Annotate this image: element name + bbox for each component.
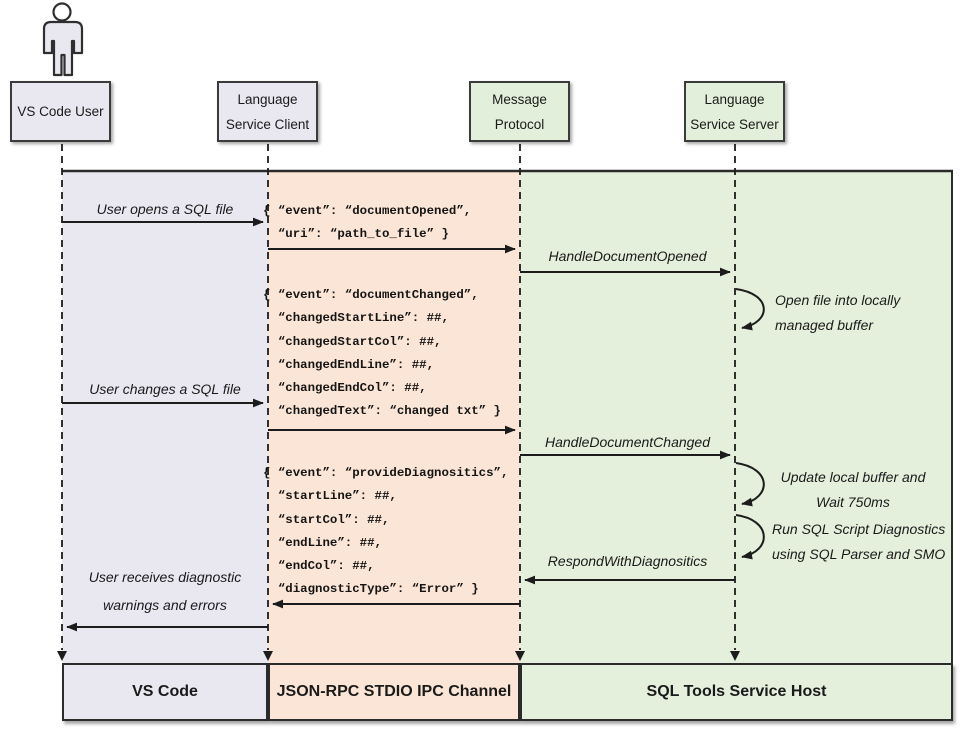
footer-box-vscode: VS Code bbox=[62, 663, 268, 721]
lane-service-host bbox=[520, 172, 953, 663]
lifeline-end-arrow-client bbox=[263, 651, 273, 661]
label-handle-document-changed: HandleDocumentChanged bbox=[545, 434, 710, 450]
header-box-language-service-server: Language Service Server bbox=[684, 81, 785, 142]
footer-box-ipc-channel: JSON-RPC STDIO IPC Channel bbox=[268, 663, 520, 721]
lifeline-end-arrow-protocol bbox=[515, 651, 525, 661]
note-open-file-locally: Open file into locally managed buffer bbox=[775, 292, 901, 333]
footer-label-ipc-channel: JSON-RPC STDIO IPC Channel bbox=[276, 683, 512, 700]
label-respond-with-diagnostics: RespondWithDiagnositics bbox=[547, 553, 708, 569]
header-label-message-protocol: Message Protocol bbox=[492, 91, 547, 132]
header-label-language-service-client: Language Service Client bbox=[225, 91, 310, 132]
lifeline-end-arrow-user bbox=[57, 651, 67, 661]
footer-label-vscode: VS Code bbox=[132, 683, 198, 700]
header-box-vscode-user: VS Code User bbox=[10, 81, 111, 142]
lane-ipc-channel bbox=[268, 172, 520, 663]
label-user-opens-file: User opens a SQL file bbox=[96, 201, 234, 217]
lifeline-end-arrow-server bbox=[730, 651, 740, 661]
note-update-buffer-wait: Update local buffer and Wait 750ms bbox=[780, 469, 926, 510]
label-user-changes-file: User changes a SQL file bbox=[89, 381, 241, 397]
self-loop-open-file bbox=[735, 288, 765, 331]
self-loop-update-buffer bbox=[735, 462, 765, 507]
user-actor-icon bbox=[42, 2, 84, 77]
header-label-vscode-user: VS Code User bbox=[17, 104, 104, 119]
footer-box-service-host: SQL Tools Service Host bbox=[520, 663, 953, 721]
footer-label-service-host: SQL Tools Service Host bbox=[646, 683, 827, 700]
self-loop-run-diagnostics bbox=[735, 514, 765, 560]
header-box-language-service-client: Language Service Client bbox=[217, 81, 318, 142]
label-user-receives-diagnostics: User receives diagnostic warnings and er… bbox=[88, 569, 242, 613]
note-run-sql-diagnostics: Run SQL Script Diagnostics using SQL Par… bbox=[772, 521, 946, 562]
payload-document-changed: { “event”: “documentChanged”, “changedSt… bbox=[263, 288, 501, 419]
payload-document-opened: { “event”: “documentOpened”, “uri”: “pat… bbox=[263, 204, 472, 242]
label-handle-document-opened: HandleDocumentOpened bbox=[548, 248, 707, 264]
header-box-message-protocol: Message Protocol bbox=[469, 81, 570, 142]
lane-vscode bbox=[62, 172, 268, 663]
header-label-language-service-server: Language Service Server bbox=[690, 91, 779, 132]
payload-provide-diagnostics: { “event”: “provideDiagnositics”, “start… bbox=[263, 466, 509, 597]
